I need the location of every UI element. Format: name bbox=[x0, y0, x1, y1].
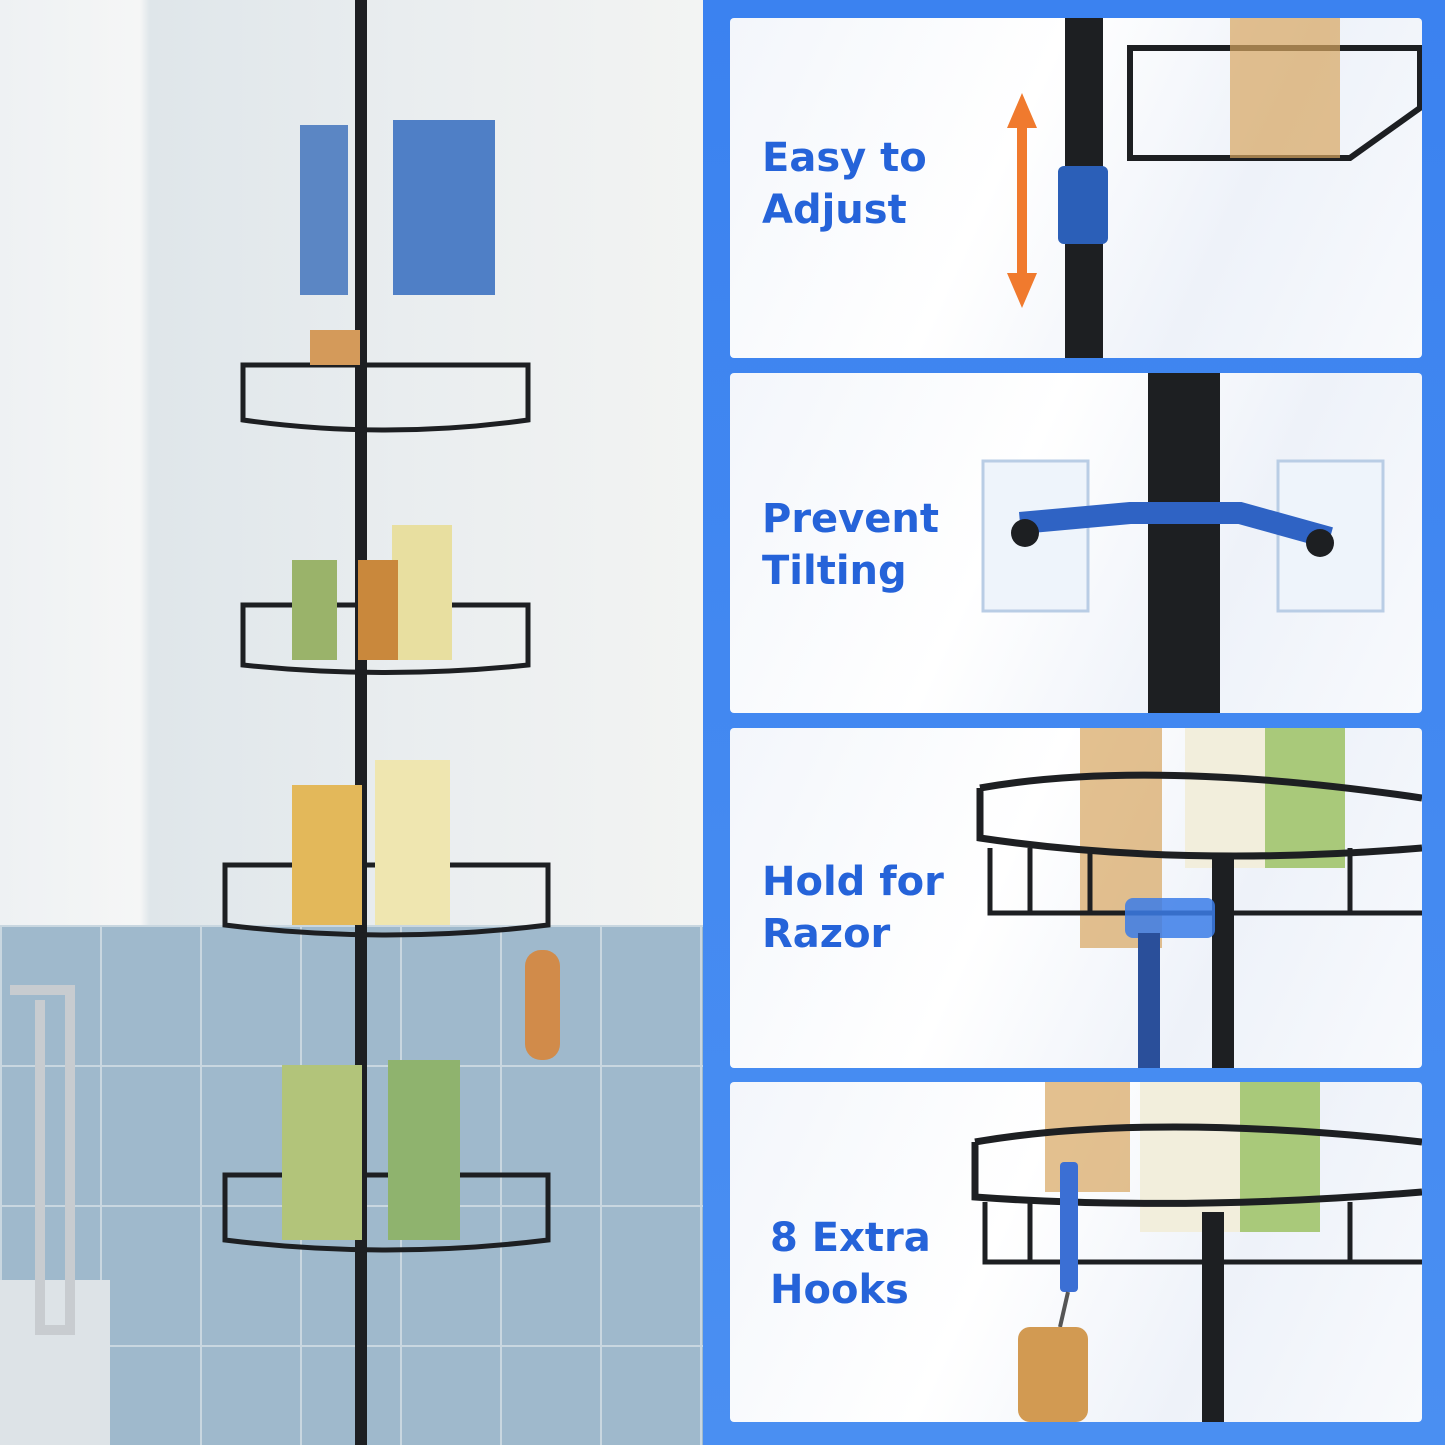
wall-bracket-icon bbox=[981, 373, 1385, 713]
hook-icon bbox=[971, 1082, 1422, 1422]
product-scene bbox=[0, 0, 703, 1445]
feature-label: Prevent Tilting bbox=[762, 496, 939, 594]
feature-label: Hold for Razor bbox=[762, 859, 944, 957]
bottles bbox=[282, 330, 560, 1240]
tub bbox=[0, 1280, 110, 1445]
razor-holder-icon bbox=[976, 728, 1422, 1068]
brush bbox=[525, 950, 560, 1060]
towel-right bbox=[393, 120, 495, 295]
feature-label: Easy to Adjust bbox=[762, 135, 927, 233]
feature-panel-adjust: Easy to Adjust bbox=[730, 18, 1422, 358]
feature-column: Easy to Adjust Prevent Tilting Hold for … bbox=[703, 0, 1445, 1445]
shelves bbox=[222, 362, 551, 1253]
feature-panel-tilting: Prevent Tilting bbox=[730, 373, 1422, 713]
feature-label: 8 Extra Hooks bbox=[770, 1215, 931, 1313]
towel-left bbox=[300, 125, 348, 295]
shower-caddy-illustration bbox=[0, 0, 560, 1445]
feature-panel-razor: Hold for Razor bbox=[730, 728, 1422, 1068]
double-arrow-icon bbox=[1007, 18, 1422, 358]
faucet bbox=[10, 985, 75, 1335]
feature-panel-hooks: 8 Extra Hooks bbox=[730, 1082, 1422, 1422]
